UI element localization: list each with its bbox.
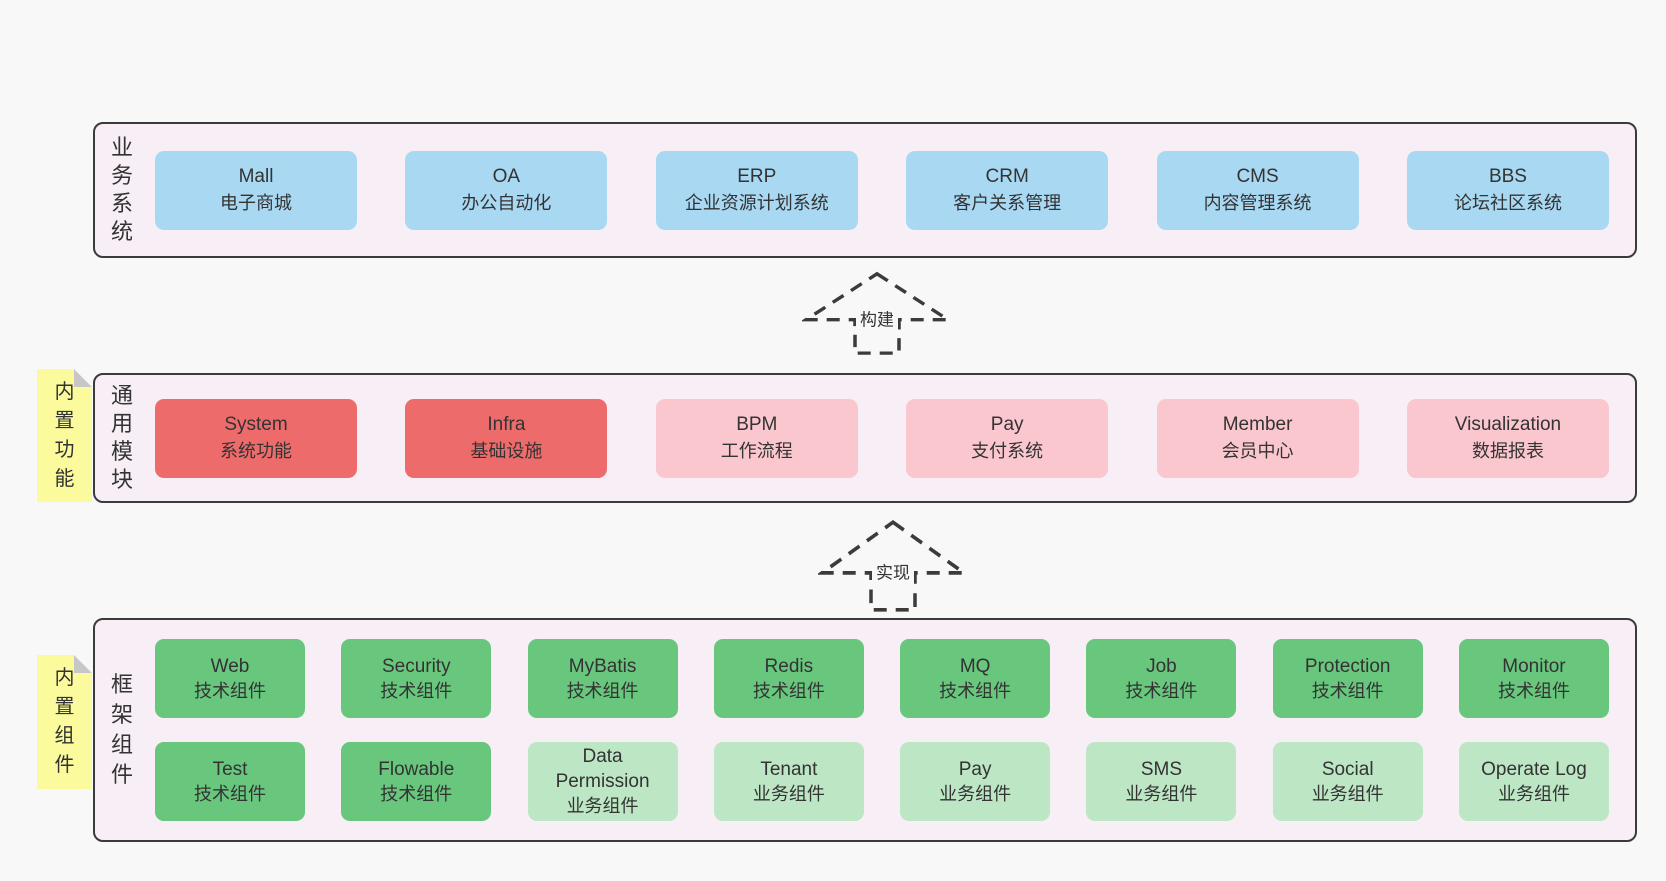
build-arrow: 构建: [802, 270, 952, 356]
box-redis: Redis 技术组件: [713, 639, 864, 718]
framework-boxes-grid: Web 技术组件 Security 技术组件 MyBatis 技术组件 Redi…: [155, 639, 1609, 821]
box-pay-component: Pay 业务组件: [900, 742, 1051, 821]
modules-boxes-row: System 系统功能 Infra 基础设施 BPM 工作流程 Pay 支付系统…: [155, 375, 1609, 501]
box-visualization: Visualization 数据报表: [1406, 398, 1609, 478]
section-label-business: 业务系统: [110, 135, 133, 244]
section-common-modules: 通用模块 System 系统功能 Infra 基础设施 BPM 工作流程 Pay…: [93, 373, 1637, 503]
framework-row-2: Test 技术组件 Flowable 技术组件 Data Permission …: [155, 742, 1609, 821]
box-web: Web 技术组件: [155, 639, 305, 718]
section-framework-components: 框架组件 Web 技术组件 Security 技术组件 MyBatis 技术组件…: [93, 618, 1637, 842]
box-operate-log: Operate Log 业务组件: [1458, 742, 1609, 821]
implement-arrow: 实现: [818, 518, 968, 613]
box-tenant: Tenant 业务组件: [713, 742, 864, 821]
box-crm: CRM 客户关系管理: [906, 150, 1109, 230]
box-member: Member 会员中心: [1156, 398, 1359, 478]
box-mall: Mall 电子商城: [155, 150, 357, 230]
box-cms: CMS 内容管理系统: [1156, 150, 1359, 230]
box-oa: OA 办公自动化: [405, 150, 608, 230]
section-business-systems: 业务系统 Mall 电子商城 OA 办公自动化 ERP 企业资源计划系统 CRM…: [93, 122, 1637, 258]
box-monitor: Monitor 技术组件: [1458, 639, 1609, 718]
box-mybatis: MyBatis 技术组件: [527, 639, 678, 718]
box-sms: SMS 业务组件: [1086, 742, 1237, 821]
box-data-permission: Data Permission 业务组件: [527, 742, 678, 821]
sticky-note-built-in-components: 内置组件: [37, 655, 92, 789]
box-flowable: Flowable 技术组件: [341, 742, 492, 821]
box-pay-module: Pay 支付系统: [906, 398, 1109, 478]
box-security: Security 技术组件: [341, 639, 492, 718]
section-label-framework: 框架组件: [110, 672, 133, 787]
box-bbs: BBS 论坛社区系统: [1406, 150, 1609, 230]
implement-arrow-label: 实现: [872, 557, 914, 585]
box-infra: Infra 基础设施: [405, 398, 608, 478]
section-label-modules: 通用模块: [110, 383, 133, 492]
up-arrow-icon: [818, 519, 968, 612]
up-arrow-icon: [802, 271, 952, 355]
box-erp: ERP 企业资源计划系统: [655, 150, 858, 230]
box-test: Test 技术组件: [155, 742, 305, 821]
box-social: Social 业务组件: [1272, 742, 1423, 821]
business-boxes-row: Mall 电子商城 OA 办公自动化 ERP 企业资源计划系统 CRM 客户关系…: [155, 124, 1609, 256]
build-arrow-label: 构建: [856, 304, 898, 332]
box-mq: MQ 技术组件: [900, 639, 1051, 718]
box-job: Job 技术组件: [1086, 639, 1237, 718]
box-system: System 系统功能: [155, 398, 357, 478]
framework-row-1: Web 技术组件 Security 技术组件 MyBatis 技术组件 Redi…: [155, 639, 1609, 718]
box-bpm: BPM 工作流程: [655, 398, 858, 478]
sticky-note-built-in-features: 内置功能: [37, 369, 92, 502]
box-protection: Protection 技术组件: [1272, 639, 1423, 718]
